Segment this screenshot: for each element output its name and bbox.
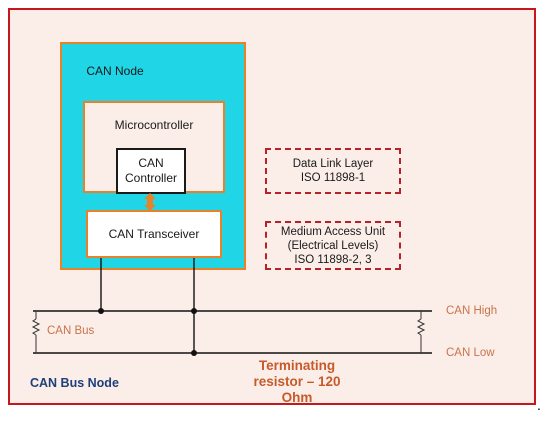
- right-resistor-icon: [416, 311, 426, 353]
- can-low-label: CAN Low: [446, 347, 495, 359]
- data-link-layer-label: Data Link Layer: [292, 158, 374, 170]
- can-high-label: CAN High: [446, 305, 498, 317]
- can-controller-label-line2: Controller: [124, 171, 178, 185]
- can-controller-box: CAN Controller: [116, 148, 186, 194]
- can-controller-label-line1: CAN: [138, 156, 164, 170]
- terminating-line1: Terminating: [258, 358, 336, 373]
- medium-access-unit-box: Medium Access Unit (Electrical Levels) I…: [265, 221, 401, 270]
- controller-transceiver-arrow-icon: [144, 193, 156, 211]
- microcontroller-label: Microcontroller: [114, 118, 194, 132]
- mau-label: Medium Access Unit: [280, 225, 386, 238]
- can-transceiver-box: CAN Transceiver: [86, 210, 222, 258]
- junction-cross: [191, 308, 197, 314]
- trailing-period: .: [537, 397, 541, 413]
- junction-low: [191, 350, 197, 356]
- can-node-label: CAN Node: [86, 64, 144, 78]
- mau-standard: ISO 11898-2, 3: [294, 253, 372, 266]
- mau-electrical-levels: (Electrical Levels): [287, 239, 379, 252]
- can-bus-node-caption: CAN Bus Node: [30, 376, 119, 390]
- junction-high: [98, 308, 104, 314]
- can-bus-label: CAN Bus: [47, 325, 95, 337]
- data-link-layer-standard: ISO 11898-1: [300, 172, 366, 184]
- terminating-resistor-label: Terminating resistor – 120 Ohm: [244, 358, 350, 406]
- can-transceiver-label: CAN Transceiver: [108, 227, 200, 241]
- terminating-line3: Ohm: [281, 390, 313, 405]
- terminating-line2: resistor – 120: [253, 374, 341, 389]
- left-resistor-icon: [31, 311, 41, 353]
- data-link-layer-box: Data Link Layer ISO 11898-1: [265, 148, 401, 194]
